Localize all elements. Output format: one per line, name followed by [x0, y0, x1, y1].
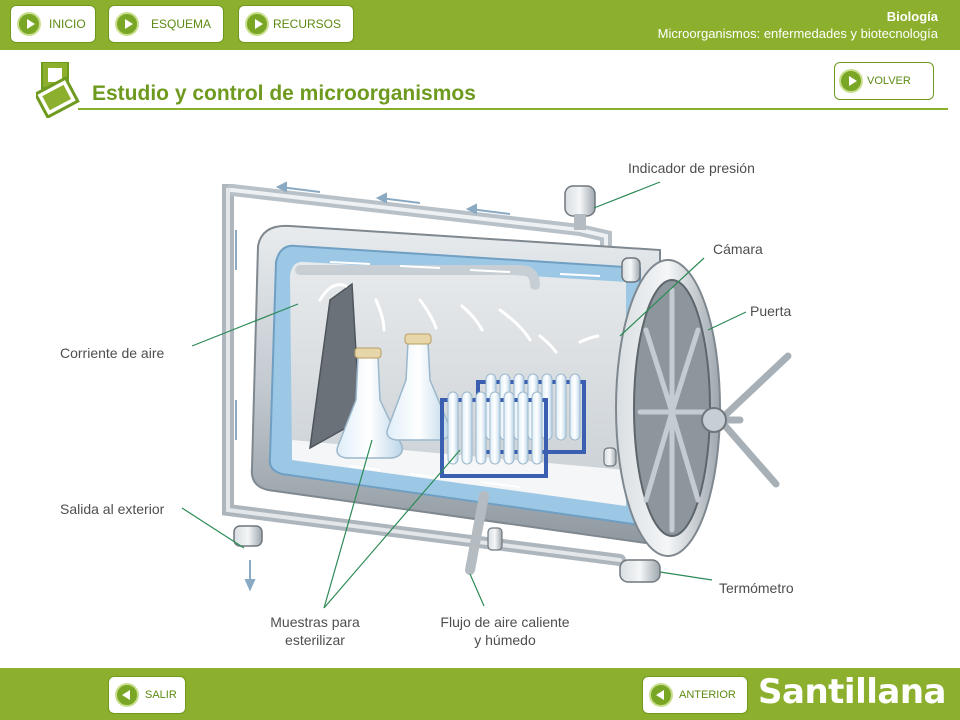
subject-title: Biología — [886, 9, 938, 24]
recursos-button[interactable]: RECURSOS — [238, 5, 354, 43]
salir-label: SALIR — [145, 689, 177, 701]
esquema-button[interactable]: ESQUEMA — [108, 5, 224, 43]
wall-flow-arrows — [329, 261, 601, 488]
volver-label: VOLVER — [867, 75, 911, 87]
label-hot-air-line1: Flujo de aire caliente — [440, 614, 570, 630]
vessel-body — [250, 224, 661, 547]
unit-title: Microorganismos: enfermedades y biotecno… — [657, 26, 938, 41]
back-icon — [115, 683, 139, 707]
pipe-flow-arrows — [235, 181, 511, 592]
inicio-label: INICIO — [49, 17, 86, 31]
anterior-button[interactable]: ANTERIOR — [642, 676, 748, 714]
air-flow-arrows — [318, 283, 600, 354]
vessel-door — [615, 259, 792, 557]
recursos-label: RECURSOS — [273, 17, 342, 31]
back-icon — [649, 683, 673, 707]
label-outlet: Salida al exterior — [60, 501, 165, 517]
play-icon — [839, 69, 863, 93]
slides-icon — [36, 62, 80, 118]
play-icon — [115, 12, 139, 36]
label-samples: Muestras para esterilizar — [250, 613, 380, 649]
brand-logo: Santillana — [758, 672, 946, 712]
label-door: Puerta — [750, 303, 792, 319]
flask-left — [336, 347, 404, 459]
play-icon — [17, 12, 41, 36]
thermometer-fitting — [619, 559, 661, 583]
tube-rack-front — [440, 391, 548, 478]
pressure-gauge — [564, 185, 596, 230]
leader-lines — [181, 181, 747, 609]
label-samples-line2: esterilizar — [285, 632, 345, 648]
label-pressure-indicator: Indicador de presión — [628, 160, 755, 176]
label-chamber: Cámara — [713, 241, 763, 257]
outlet-fitting — [233, 525, 263, 547]
esquema-label: ESQUEMA — [151, 17, 212, 31]
steam-inlet — [465, 491, 503, 575]
label-samples-line1: Muestras para — [270, 614, 360, 630]
label-hot-air-line2: y húmedo — [474, 632, 536, 648]
subject-header: Biología Microorganismos: enfermedades y… — [658, 8, 938, 42]
valve-top — [621, 257, 641, 283]
title-divider — [78, 108, 948, 110]
play-icon — [245, 12, 269, 36]
salir-button[interactable]: SALIR — [108, 676, 186, 714]
label-air-current: Corriente de aire — [60, 345, 165, 361]
anterior-label: ANTERIOR — [679, 689, 736, 701]
label-hot-air: Flujo de aire caliente y húmedo — [420, 613, 590, 649]
inicio-button[interactable]: INICIO — [10, 5, 96, 43]
door-hinge — [603, 447, 617, 467]
label-thermometer: Termómetro — [719, 580, 794, 596]
page-title: Estudio y control de microorganismos — [92, 82, 476, 105]
volver-button[interactable]: VOLVER — [834, 62, 934, 100]
